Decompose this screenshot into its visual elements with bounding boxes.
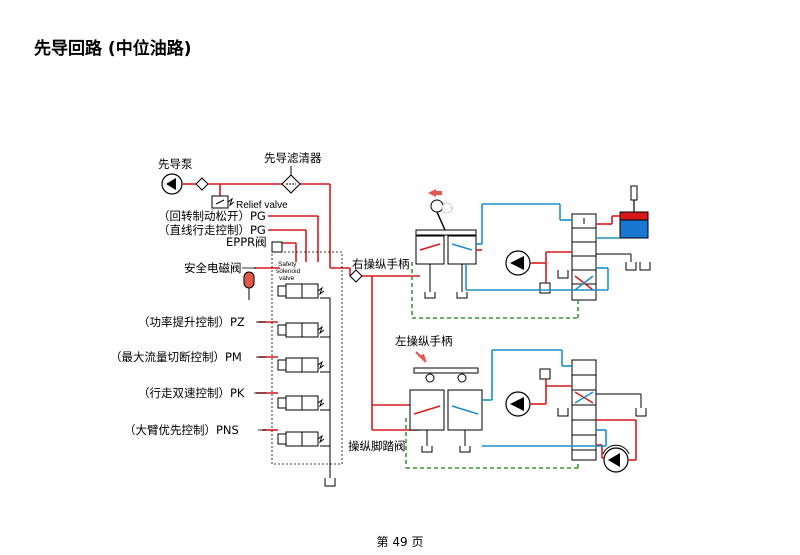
return-lines <box>465 203 620 447</box>
relief-valve-symbol <box>211 195 235 209</box>
left-handle-lever <box>413 351 479 383</box>
eppr-label: EPPR阀 <box>226 235 267 249</box>
solenoid-manifold-box <box>271 251 343 465</box>
accumulator-symbol <box>243 271 255 300</box>
solenoid-valve-pm <box>277 357 325 373</box>
control-valve-upper <box>571 213 597 301</box>
relief-valve-label: Relief valve <box>236 200 288 211</box>
safety-tag-3: valve <box>279 275 295 282</box>
shuttle-valve-symbol <box>349 269 363 283</box>
pns-label: （大臂优先控制）PNS <box>124 423 239 437</box>
pilot-pump-symbol <box>161 173 183 195</box>
tank-symbols <box>557 253 651 417</box>
pm-label: （最大流量切断控制）PM <box>110 350 242 364</box>
solenoid-valve-pns <box>277 431 325 447</box>
main-relief-upper <box>539 282 551 294</box>
solenoid-valve-pz <box>277 322 325 338</box>
safety-tag-1: Safety <box>278 261 297 268</box>
main-pressure-lines <box>476 215 637 461</box>
left-handle-valve-block <box>409 389 483 453</box>
manifold-drain-lines <box>320 297 336 487</box>
page-footer: 第 49 页 <box>376 535 424 549</box>
main-pump-upper <box>505 250 531 276</box>
main-relief-lower <box>539 368 551 380</box>
page-title: 先导回路 (中位油路) <box>34 39 192 59</box>
leader-lines <box>242 267 266 431</box>
foot-valve-label: 操纵脚踏阀 <box>348 439 406 453</box>
safety-tag-2: solenoid <box>276 268 301 275</box>
pilot-filter-label: 先导滤清器 <box>264 151 322 165</box>
boom-cylinder <box>619 185 649 239</box>
solenoid-valve-pk <box>277 395 325 411</box>
main-pump-lower <box>505 391 531 417</box>
left-handle-label: 左操纵手柄 <box>395 334 453 348</box>
pg-travel-label: （直线行走控制）PG <box>158 223 266 237</box>
pilot-filter-symbol <box>281 166 301 194</box>
drain-lines <box>405 262 579 469</box>
right-handle-lever <box>415 189 477 236</box>
pk-label: （行走双速控制）PK <box>138 386 245 400</box>
safety-solenoid-label: 安全电磁阀 <box>184 261 242 275</box>
right-handle-label: 右操纵手柄 <box>352 257 410 271</box>
control-valve-lower <box>571 359 597 461</box>
pilot-pump-label: 先导泵 <box>158 157 193 171</box>
travel-motor <box>602 444 630 473</box>
eppr-valve-symbol <box>271 241 283 253</box>
solenoid-valve-safety <box>277 283 325 299</box>
check-valve-symbol <box>195 177 209 191</box>
pz-label: （功率提升控制）PZ <box>138 315 245 329</box>
pg-swing-label: （回转制动松开）PG <box>158 209 266 223</box>
right-handle-valve-block <box>415 235 477 299</box>
